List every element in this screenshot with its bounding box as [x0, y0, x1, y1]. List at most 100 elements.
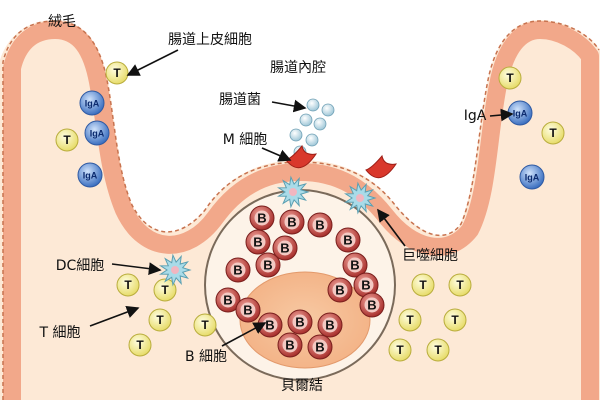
- arrow-b-cell: [221, 322, 267, 347]
- dc-cell-nucleus: [289, 188, 297, 196]
- b-cell-nucleus: [340, 232, 356, 248]
- b-cell-nucleus: [322, 317, 338, 333]
- b-cell-nucleus: [312, 339, 328, 355]
- b-cell-letter: B: [243, 302, 252, 317]
- arrow-t-cell: [89, 305, 140, 327]
- b-cell-letter: B: [265, 317, 274, 332]
- b-cell-nucleus: [347, 257, 363, 273]
- label-macrophage: 巨噬細胞: [402, 248, 458, 264]
- b-cell-nucleus: [240, 302, 256, 318]
- b-cell-nucleus: [358, 277, 374, 293]
- t-cell-letter: T: [396, 343, 404, 357]
- b-cell-nucleus: [332, 282, 348, 298]
- bacterium: [321, 103, 335, 117]
- label-t-cell: T 細胞: [38, 325, 80, 341]
- t-cell-letter: T: [201, 318, 209, 332]
- bacterium: [306, 98, 320, 112]
- t-cell-letter: T: [136, 338, 144, 352]
- arrow-dc-cell: [111, 262, 162, 275]
- t-cell-letter: T: [419, 278, 427, 292]
- b-cell-letter: B: [361, 277, 370, 292]
- bacterium: [305, 133, 319, 147]
- t-cell: [388, 338, 412, 362]
- dc-cell-nucleus: [171, 266, 179, 274]
- b-cell-nucleus: [312, 217, 328, 233]
- b-cell-letter: B: [233, 262, 242, 277]
- iga-cell: [79, 90, 105, 116]
- t-cell: [398, 308, 422, 332]
- iga-cell-letter: IgA: [525, 172, 540, 182]
- t-cell: [193, 313, 217, 337]
- b-cell-nucleus: [284, 214, 300, 230]
- b-cell-letter: B: [350, 257, 359, 272]
- b-cell-letter: B: [325, 317, 334, 332]
- iga-cell-letter: IgA: [85, 98, 100, 108]
- b-cell-letter: B: [335, 282, 344, 297]
- b-cell-letter: B: [263, 257, 272, 272]
- b-cell-letter: B: [287, 214, 296, 229]
- b-cell-nucleus: [250, 234, 266, 250]
- b-cell-nucleus: [230, 262, 246, 278]
- label-villus: 絨毛: [48, 14, 76, 30]
- iga-cell: [77, 162, 103, 188]
- b-cell-nucleus: [260, 257, 276, 273]
- label-iga: IgA: [464, 108, 487, 124]
- t-cell: [426, 338, 450, 362]
- b-cell-letter: B: [285, 337, 294, 352]
- t-cell-letter: T: [549, 126, 557, 140]
- arrow-macrophage: [377, 208, 406, 247]
- t-cell: [443, 308, 467, 332]
- t-cell-letter: T: [406, 313, 414, 327]
- label-intestinal-bacteria: 腸道菌: [219, 92, 261, 108]
- label-m-cell: M 細胞: [223, 132, 268, 148]
- t-cell-letter: T: [156, 313, 164, 327]
- label-b-cell: B 細胞: [185, 349, 227, 365]
- t-cell-letter: T: [451, 313, 459, 327]
- b-cell-letter: B: [253, 234, 262, 249]
- label-peyers-patch: 貝爾結: [281, 378, 323, 394]
- b-cell-letter: B: [343, 232, 352, 247]
- t-cell: [55, 128, 79, 152]
- arrow-bacteria: [271, 99, 307, 113]
- t-cell-letter: T: [124, 278, 132, 292]
- arrow-iga: [489, 108, 514, 122]
- b-cell-nucleus: [277, 240, 293, 256]
- t-cell: [411, 273, 435, 297]
- arrow-epithelial-cell: [126, 49, 179, 76]
- macrophage-cell-nucleus: [356, 194, 364, 202]
- arrow-m-cell: [261, 147, 292, 162]
- t-cell: [153, 278, 177, 302]
- b-cell-nucleus: [364, 297, 380, 313]
- bacterium: [299, 113, 313, 127]
- iga-cell-letter: IgA: [83, 170, 98, 180]
- b-cell-nucleus: [292, 314, 308, 330]
- t-cell: [541, 121, 565, 145]
- label-epithelial-cell: 腸道上皮細胞: [168, 32, 252, 48]
- iga-cell: [519, 164, 545, 190]
- t-cell-letter: T: [506, 71, 514, 85]
- iga-cell-letter: IgA: [90, 128, 105, 138]
- iga-cell-letter: IgA: [513, 108, 528, 118]
- bacterium: [313, 117, 327, 131]
- t-cell: [128, 333, 152, 357]
- b-cell-letter: B: [295, 314, 304, 329]
- t-cell: [116, 273, 140, 297]
- t-cell-letter: T: [161, 283, 169, 297]
- m-cell: [365, 154, 398, 179]
- b-cell-letter: B: [315, 339, 324, 354]
- b-cell-letter: B: [257, 210, 266, 225]
- b-cell-letter: B: [315, 217, 324, 232]
- b-cell-letter: B: [280, 240, 289, 255]
- t-cell-letter: T: [456, 278, 464, 292]
- b-cell-nucleus: [254, 210, 270, 226]
- t-cell-letter: T: [63, 133, 71, 147]
- iga-cell: [84, 120, 110, 146]
- b-cell-nucleus: [282, 337, 298, 353]
- b-cell-nucleus: [220, 292, 236, 308]
- label-dc-cell: DC細胞: [56, 258, 105, 274]
- t-cell: [148, 308, 172, 332]
